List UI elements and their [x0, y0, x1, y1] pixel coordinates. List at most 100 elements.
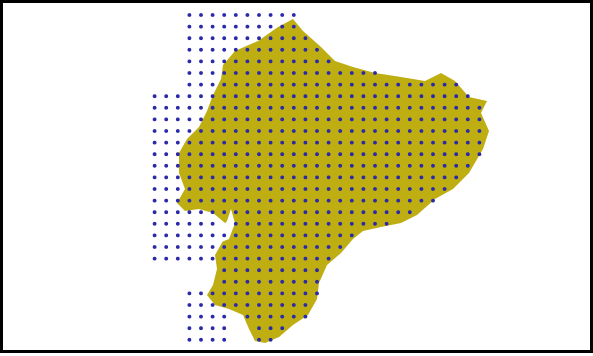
grid-point	[175, 94, 180, 99]
grid-point	[315, 59, 319, 64]
grid-point	[326, 140, 331, 145]
grid-point	[268, 13, 273, 17]
grid-point	[210, 36, 215, 41]
grid-point	[315, 47, 319, 52]
grid-point	[454, 94, 459, 99]
grid-point	[245, 24, 250, 29]
grid-point	[210, 198, 215, 203]
grid-point	[326, 82, 331, 87]
grid-point	[315, 82, 319, 87]
grid-point	[210, 94, 215, 99]
grid-point	[222, 268, 227, 273]
grid-point	[175, 233, 180, 238]
grid-point	[233, 175, 238, 180]
grid-point	[152, 221, 157, 226]
grid-point	[326, 221, 331, 226]
grid-point	[396, 187, 401, 191]
grid-point	[187, 129, 192, 133]
grid-point	[222, 117, 227, 122]
grid-point	[268, 326, 273, 331]
grid-point	[164, 129, 169, 133]
grid-point	[268, 47, 273, 52]
grid-point	[361, 175, 366, 180]
grid-point	[361, 117, 366, 122]
grid-point	[291, 71, 296, 75]
grid-point	[280, 71, 285, 75]
grid-point	[465, 117, 470, 122]
grid-point	[442, 82, 447, 87]
grid-point	[233, 140, 238, 145]
grid-point	[291, 24, 296, 29]
grid-point	[222, 175, 227, 180]
grid-point	[268, 129, 273, 133]
grid-point	[233, 163, 238, 168]
grid-point	[210, 152, 215, 157]
grid-point	[291, 198, 296, 203]
grid-point	[291, 268, 296, 273]
grid-point	[303, 210, 308, 215]
grid-point	[268, 314, 273, 319]
grid-point	[175, 221, 180, 226]
grid-point	[431, 163, 435, 168]
grid-point	[291, 303, 296, 307]
grid-point	[257, 291, 261, 296]
grid-point	[233, 105, 238, 110]
grid-point	[361, 198, 366, 203]
grid-point	[431, 198, 435, 203]
grid-point	[245, 94, 250, 99]
grid-point	[315, 140, 319, 145]
grid-point	[315, 71, 319, 75]
grid-point	[384, 198, 389, 203]
grid-point	[373, 94, 377, 99]
grid-point	[291, 175, 296, 180]
grid-point	[152, 117, 157, 122]
grid-point	[303, 71, 308, 75]
grid-point	[233, 187, 238, 191]
grid-point	[407, 152, 412, 157]
grid-point	[338, 198, 343, 203]
grid-point	[361, 163, 366, 168]
grid-point	[407, 140, 412, 145]
grid-point	[280, 291, 285, 296]
grid-point	[361, 152, 366, 157]
grid-point	[257, 47, 261, 52]
grid-point	[361, 140, 366, 145]
grid-point	[164, 256, 169, 261]
grid-point	[245, 82, 250, 87]
grid-point	[280, 82, 285, 87]
grid-point	[315, 221, 319, 226]
grid-point	[210, 163, 215, 168]
grid-point	[384, 221, 389, 226]
grid-point	[315, 163, 319, 168]
grid-point	[199, 117, 203, 122]
grid-point	[384, 140, 389, 145]
grid-point	[233, 24, 238, 29]
grid-point	[326, 175, 331, 180]
grid-point	[233, 233, 238, 238]
grid-point	[199, 245, 203, 249]
grid-point	[280, 198, 285, 203]
grid-point	[233, 268, 238, 273]
grid-point	[315, 210, 319, 215]
grid-point	[199, 291, 203, 296]
grid-point	[233, 256, 238, 261]
grid-point	[152, 140, 157, 145]
grid-point	[210, 175, 215, 180]
grid-point	[164, 140, 169, 145]
grid-point	[396, 152, 401, 157]
grid-point	[175, 129, 180, 133]
grid-point	[303, 314, 308, 319]
grid-point	[326, 152, 331, 157]
grid-point	[199, 140, 203, 145]
grid-point	[152, 210, 157, 215]
grid-point	[245, 163, 250, 168]
grid-point	[152, 198, 157, 203]
grid-point	[257, 210, 261, 215]
grid-point	[233, 82, 238, 87]
grid-point	[222, 82, 227, 87]
grid-point	[465, 163, 470, 168]
grid-point	[210, 314, 215, 319]
grid-point	[245, 256, 250, 261]
grid-point	[280, 314, 285, 319]
